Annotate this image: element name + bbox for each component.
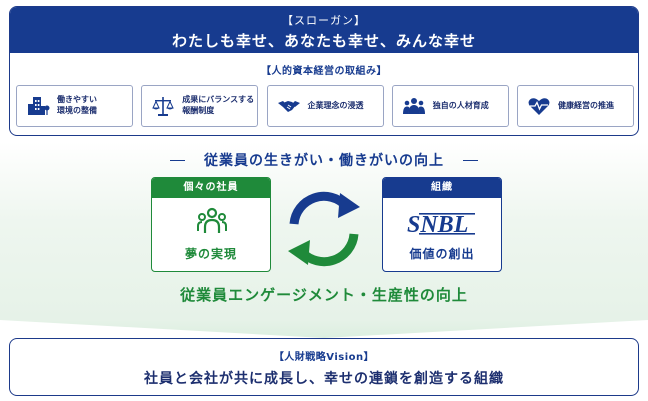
initiative-line2: 報酬制度: [182, 106, 215, 115]
employee-card-label: 夢の実現: [184, 247, 237, 261]
initiative-item-health: 健康経営の推進: [517, 85, 634, 127]
divider: [170, 160, 185, 161]
cycle-title: 従業員の生きがい・働きがいの向上: [204, 153, 444, 169]
initiative-item-philosophy: 企業理念の浸透: [266, 85, 384, 127]
initiative-line1: 成果にバランスする: [182, 95, 255, 105]
vision-panel: 【人財戦略Vision】 社員と会社が共に成長し、幸せの連鎖を創造する組織: [9, 338, 639, 396]
initiative-item-environment: 働きやすい 環境の整備: [16, 85, 133, 127]
funnel-arrow: [0, 304, 648, 342]
initiatives-list: 働きやすい 環境の整備 成果にバランスする 報酬制度: [16, 85, 634, 129]
heart-pulse-icon: [526, 93, 552, 119]
slogan-panel: 【スローガン】 わたしも幸せ、あなたも幸せ、みんな幸せ 【人的資本経営の取組み】…: [9, 6, 639, 136]
slogan-text: わたしも幸せ、あなたも幸せ、みんな幸せ: [171, 32, 476, 50]
initiative-item-compensation: 成果にバランスする 報酬制度: [141, 85, 259, 127]
organization-card-label: 価値の創出: [409, 247, 475, 261]
initiative-line1: 企業理念の浸透: [307, 100, 364, 110]
employee-card: 個々の社員 夢の実現: [151, 177, 271, 272]
initiative-line1: 健康経営の推進: [558, 100, 614, 110]
slogan-header: 【スローガン】 わたしも幸せ、あなたも幸せ、みんな幸せ: [10, 7, 638, 53]
scales-icon: [150, 93, 176, 119]
slogan-label: 【スローガン】: [282, 14, 366, 27]
people-icon: [197, 207, 227, 243]
organization-card-header: 組織: [383, 178, 501, 198]
initiative-line2: 環境の整備: [57, 106, 97, 115]
people-group-icon: [401, 93, 427, 119]
employee-card-header: 個々の社員: [152, 178, 270, 198]
initiative-line1: 独自の人材育成: [432, 100, 489, 110]
cycle-background: [0, 142, 648, 320]
engagement-title: 従業員エンゲージメント・生産性の向上: [180, 286, 468, 304]
initiative-line1: 働きやすい: [57, 95, 97, 105]
initiatives-title: 【人的資本経営の取組み】: [261, 66, 387, 77]
organization-card: 組織 SNBL 価値の創出: [382, 177, 502, 272]
divider: [463, 160, 478, 161]
vision-label: 【人財戦略Vision】: [273, 352, 375, 363]
initiative-item-training: 独自の人材育成: [391, 85, 509, 127]
cycle-arrows-icon: [282, 190, 366, 272]
snbl-logo: SNBL: [405, 208, 481, 238]
handshake-icon: [276, 93, 302, 119]
vision-statement: 社員と会社が共に成長し、幸せの連鎖を創造する組織: [144, 371, 504, 387]
building-icon: [25, 93, 51, 119]
